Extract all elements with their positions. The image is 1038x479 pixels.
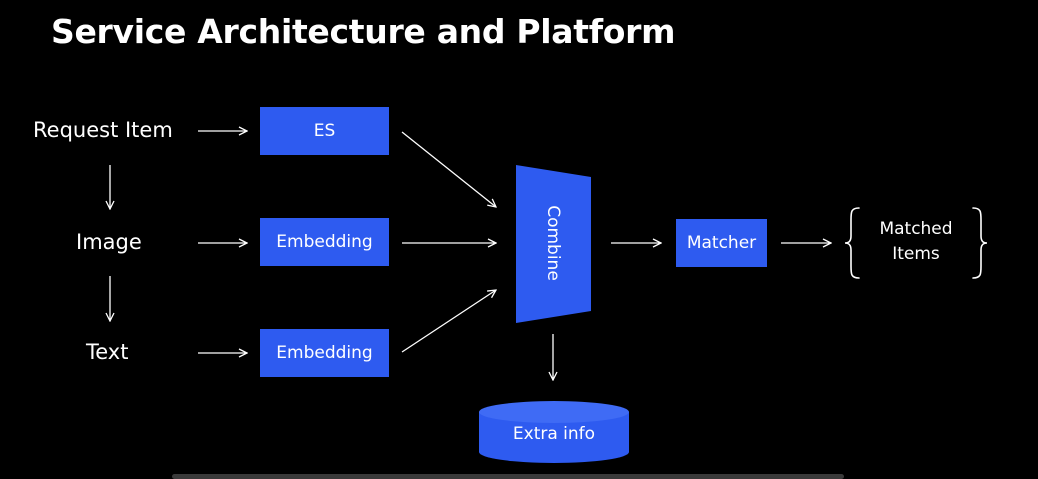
extra-info-label: Extra info <box>512 424 596 444</box>
input-request-item: Request Item <box>33 118 173 142</box>
input-image: Image <box>76 230 142 254</box>
right-brace <box>972 207 988 279</box>
slide-title: Service Architecture and Platform <box>51 12 676 51</box>
matcher-box: Matcher <box>676 219 767 267</box>
input-text: Text <box>86 340 129 364</box>
embedding-image-box: Embedding <box>260 218 389 266</box>
extra-info-database <box>479 401 629 463</box>
embedding-text-box: Embedding <box>260 329 389 377</box>
output-braces <box>844 207 988 279</box>
matched-items-line2: Items <box>892 244 940 264</box>
arrow-embedding2-to-combine <box>401 290 496 353</box>
combine-label: Combine <box>543 205 563 281</box>
horizontal-scrollbar[interactable] <box>172 474 844 479</box>
connector-arrows <box>110 131 831 380</box>
es-box: ES <box>260 107 389 155</box>
arrow-es-to-combine <box>401 131 496 207</box>
matched-items-line1: Matched <box>879 219 953 239</box>
combine-shape <box>516 165 591 323</box>
matched-items-output: Matched Items <box>870 217 962 267</box>
left-brace <box>844 207 860 279</box>
